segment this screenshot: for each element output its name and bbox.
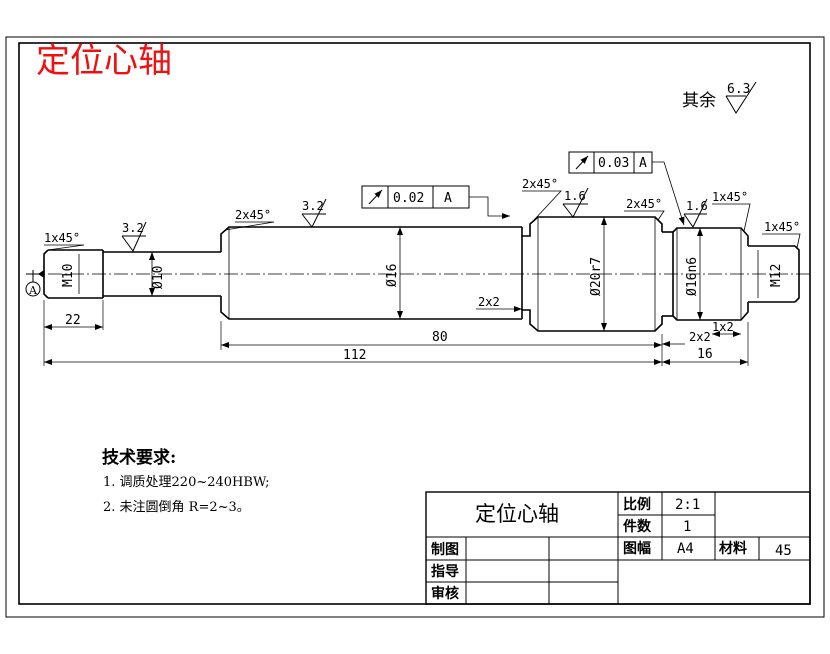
chamfer-annotations: 1x45° 2x45° 2x45° 2x45° 1x45° 1x45° (44, 177, 801, 251)
dim-collar: Ø20r7 (589, 257, 604, 296)
outer-frame (5, 36, 825, 618)
dim-length-thread: 22 (65, 313, 81, 328)
roughness-marks: 3.2 3.2 1.6 1.6 (121, 187, 708, 252)
runout-arrow-icon-2 (575, 155, 589, 170)
tolerance-1-value: 0.02 (393, 191, 424, 206)
dim-thread-right: M12 (769, 264, 784, 287)
tolerance-2-value: 0.03 (598, 156, 629, 171)
scale-label: 比例 (623, 496, 651, 513)
material-value: 45 (775, 543, 792, 559)
groove-right: 2x2 (689, 330, 711, 344)
diameter-dimensions (149, 217, 703, 331)
guide-label: 指导 (431, 563, 459, 580)
scale-value: 2:1 (675, 497, 700, 513)
dim-pin: Ø16n6 (685, 257, 700, 296)
chamfer-thread-right: 1x45° (764, 220, 800, 234)
notes-item-2: 2. 未注圆倒角 R=2~3。 (103, 500, 250, 515)
drawn-label: 制图 (431, 541, 459, 558)
rest-roughness-value: 6.3 (727, 82, 750, 97)
technical-notes: 技术要求: 1. 调质处理220~240HBW; 2. 未注圆倒角 R=2~3。 (102, 447, 270, 515)
datum-circle-icon (25, 281, 41, 297)
tolerance-frame-1: 0.02 A (361, 185, 510, 219)
rest-roughness: 其余 6.3 (682, 81, 757, 114)
roughness-right-b: 1.6 (686, 199, 708, 213)
dim-main: Ø16 (385, 264, 400, 287)
dim-length-right: 16 (697, 347, 713, 362)
sheet-label: 图幅 (623, 540, 651, 557)
notes-heading: 技术要求: (102, 447, 176, 468)
roughness-left: 3.2 (122, 221, 144, 235)
title-block (425, 491, 811, 605)
notes-item-1: 1. 调质处理220~240HBW; (103, 475, 270, 490)
inner-border (18, 42, 811, 605)
dim-length-total: 112 (343, 348, 366, 363)
groove-left: 2x2 (478, 295, 500, 309)
chamfer-left-end: 1x45° (44, 231, 80, 245)
count-label: 件数 (623, 518, 652, 535)
rest-roughness-prefix: 其余 (682, 91, 716, 111)
count-value: 1 (683, 519, 691, 535)
review-label: 审核 (431, 585, 459, 602)
dim-neck: Ø10 (151, 266, 166, 289)
datum-letter: A (28, 284, 38, 297)
chamfer-collar-left: 2x45° (522, 177, 558, 191)
shaft-outline (43, 216, 800, 332)
title-block-name: 定位心轴 (475, 502, 559, 526)
chamfer-collar-right: 2x45° (626, 197, 662, 211)
groove-annotations: 2x2 2x2 1x2 (476, 295, 741, 347)
groove-right-small: 1x2 (712, 320, 734, 334)
length-dimensions (43, 300, 749, 366)
roughness-mid: 3.2 (302, 199, 324, 213)
dim-thread-left: M10 (61, 264, 76, 287)
chamfer-shoulder-left: 2x45° (235, 208, 271, 222)
chamfer-pin-right: 1x45° (712, 190, 748, 204)
dim-length-main: 80 (432, 330, 448, 345)
datum-a: A (25, 270, 44, 297)
roughness-right-a: 1.6 (564, 189, 586, 203)
drawing-title-red: 定位心轴 (36, 41, 172, 81)
tolerance-1-datum: A (444, 191, 452, 206)
tolerance-frame-2: 0.03 A (568, 151, 685, 226)
sheet-value: A4 (677, 541, 694, 557)
runout-arrow-icon (368, 189, 383, 205)
roughness-symbol-icon (725, 81, 757, 114)
tolerance-2-datum: A (639, 156, 647, 171)
material-label: 材料 (719, 540, 747, 557)
